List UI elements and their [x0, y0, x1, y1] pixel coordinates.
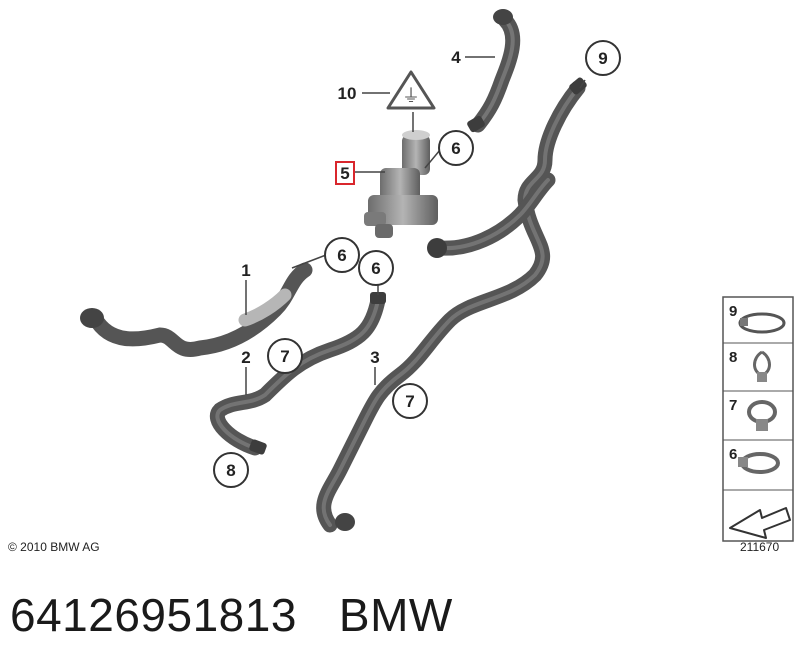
- svg-text:⏚: ⏚: [402, 86, 420, 107]
- label-2: 2: [241, 348, 250, 367]
- arrow-icon: [729, 507, 791, 539]
- legend-9: 9: [729, 303, 737, 320]
- copyright: © 2010 BMW AG: [8, 540, 100, 554]
- part-number: 64126951813: [10, 589, 297, 641]
- svg-text:8: 8: [226, 461, 235, 480]
- callout-6-mid: 6: [358, 250, 394, 286]
- svg-text:7: 7: [405, 392, 414, 411]
- label-1: 1: [241, 261, 250, 280]
- callout-7-left: 7: [267, 338, 303, 374]
- legend-panel: 9 8 7 6: [722, 296, 794, 542]
- brand: BMW: [338, 589, 453, 641]
- leader-lines: [245, 56, 586, 395]
- hose-1: [80, 262, 313, 357]
- legend-6: 6: [729, 446, 737, 463]
- svg-text:6: 6: [337, 246, 346, 265]
- hose-2: [210, 292, 386, 456]
- hose-valve-right: [427, 172, 556, 258]
- label-5: 5: [340, 164, 349, 183]
- legend-7: 7: [729, 397, 737, 414]
- hose-9: [316, 77, 587, 533]
- label-3: 3: [370, 348, 379, 367]
- label-4: 4: [451, 48, 461, 67]
- valve-5: [364, 130, 438, 238]
- callout-6-top: 6: [438, 130, 474, 166]
- diagram-number: 211670: [740, 540, 780, 554]
- legend-8: 8: [729, 349, 737, 366]
- callout-6-left: 6: [324, 237, 360, 273]
- warning-triangle-icon: ⏚: [386, 70, 436, 110]
- svg-text:9: 9: [598, 49, 607, 68]
- svg-text:6: 6: [371, 259, 380, 278]
- hose-4: [467, 9, 521, 133]
- footer: 64126951813 BMW: [10, 588, 453, 642]
- svg-text:6: 6: [451, 139, 460, 158]
- callout-8: 8: [213, 452, 249, 488]
- svg-text:7: 7: [280, 347, 289, 366]
- callout-7-right: 7: [392, 383, 428, 419]
- label-10: 10: [338, 84, 357, 103]
- callout-9: 9: [585, 40, 621, 76]
- highlight-box: [335, 161, 355, 185]
